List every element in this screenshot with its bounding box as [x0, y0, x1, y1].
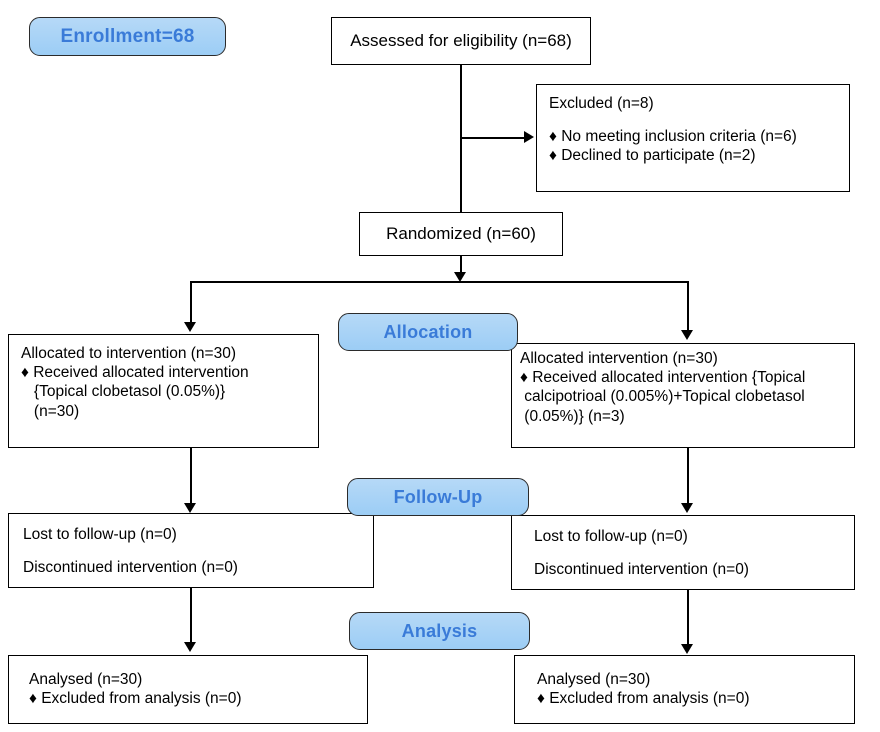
- connector-left-allocation-to-followup: [190, 448, 192, 506]
- node-allocated-right-bullet1-cont2: (0.05%)} (n=3): [520, 407, 625, 425]
- arrowhead-left-analysis: [184, 642, 196, 652]
- node-randomized-line1: Randomized (n=60): [386, 224, 536, 244]
- node-followup-right-line1: Lost to follow-up (n=0): [534, 528, 688, 545]
- spacer: [534, 546, 844, 560]
- node-analysis-left-line1: Analysed (n=30): [29, 671, 143, 688]
- node-allocated-left: Allocated to intervention (n=30) ♦ Recei…: [8, 334, 319, 448]
- arrowhead-to-excluded: [524, 131, 534, 143]
- arrowhead-right-analysis: [681, 644, 693, 654]
- node-assessed-line1: Assessed for eligibility (n=68): [350, 31, 572, 51]
- stage-pill-allocation: Allocation: [338, 313, 518, 351]
- stage-pill-enrollment: Enrollment=68: [29, 17, 226, 56]
- node-analysis-right: Analysed (n=30) ♦ Excluded from analysis…: [514, 655, 855, 724]
- node-excluded-bullet1: ♦ No meeting inclusion criteria (n=6): [549, 128, 797, 146]
- connector-left-followup-to-analysis: [190, 588, 192, 645]
- node-allocated-right: Allocated intervention (n=30) ♦ Received…: [511, 343, 855, 448]
- node-allocated-left-bullet1-cont1: {Topical clobetasol (0.05%)}: [21, 383, 226, 401]
- node-allocated-left-line1: Allocated to intervention (n=30): [21, 345, 236, 362]
- node-analysis-left: Analysed (n=30) ♦ Excluded from analysis…: [8, 655, 368, 724]
- connector-to-excluded: [460, 137, 526, 139]
- arrowhead-right-allocation: [681, 330, 693, 340]
- node-followup-left: Lost to follow-up (n=0) Discontinued int…: [8, 513, 374, 588]
- spacer: [23, 544, 363, 558]
- node-followup-left-line1: Lost to follow-up (n=0): [23, 526, 177, 543]
- stage-pill-followup: Follow-Up: [347, 478, 529, 516]
- arrowhead-left-allocation: [184, 322, 196, 332]
- stage-pill-followup-label: Follow-Up: [393, 486, 483, 507]
- node-randomized: Randomized (n=60): [359, 212, 563, 256]
- node-allocated-right-bullet1-cont1: calcipotrioal (0.005%)+Topical clobetaso…: [520, 388, 805, 406]
- node-allocated-right-line1: Allocated intervention (n=30): [520, 350, 718, 367]
- stage-pill-allocation-label: Allocation: [383, 321, 473, 342]
- stage-pill-enrollment-label: Enrollment=68: [60, 25, 195, 47]
- connector-right-allocation-to-followup: [687, 448, 689, 506]
- node-allocated-right-bullet1: ♦ Received allocated intervention {Topic…: [520, 369, 806, 387]
- node-allocated-left-bullet1-cont2: (n=30): [21, 402, 80, 420]
- spacer: [549, 113, 839, 127]
- arrowhead-randomized-split: [454, 272, 466, 282]
- node-analysis-left-bullet1: ♦ Excluded from analysis (n=0): [29, 690, 242, 708]
- stage-pill-analysis-label: Analysis: [401, 620, 478, 641]
- connector-allocation-split-bar: [190, 281, 689, 283]
- node-allocated-left-bullet1: ♦ Received allocated intervention: [21, 364, 249, 382]
- connector-randomized-down: [460, 256, 462, 276]
- node-excluded-bullet2: ♦ Declined to participate (n=2): [549, 147, 756, 165]
- node-excluded-line1: Excluded (n=8): [549, 95, 654, 112]
- node-excluded: Excluded (n=8) ♦ No meeting inclusion cr…: [536, 84, 850, 192]
- node-followup-right-line2: Discontinued intervention (n=0): [534, 561, 749, 579]
- node-assessed-for-eligibility: Assessed for eligibility (n=68): [331, 17, 591, 65]
- connector-split-right-down: [687, 281, 689, 333]
- connector-split-left-down: [190, 281, 192, 325]
- stage-pill-analysis: Analysis: [349, 612, 530, 650]
- node-followup-left-line2: Discontinued intervention (n=0): [23, 559, 238, 577]
- node-followup-right: Lost to follow-up (n=0) Discontinued int…: [511, 515, 855, 590]
- connector-right-followup-to-analysis: [687, 590, 689, 647]
- node-analysis-right-line1: Analysed (n=30): [537, 671, 651, 688]
- arrowhead-left-followup: [184, 503, 196, 513]
- arrowhead-right-followup: [681, 503, 693, 513]
- node-analysis-right-bullet1: ♦ Excluded from analysis (n=0): [537, 690, 750, 708]
